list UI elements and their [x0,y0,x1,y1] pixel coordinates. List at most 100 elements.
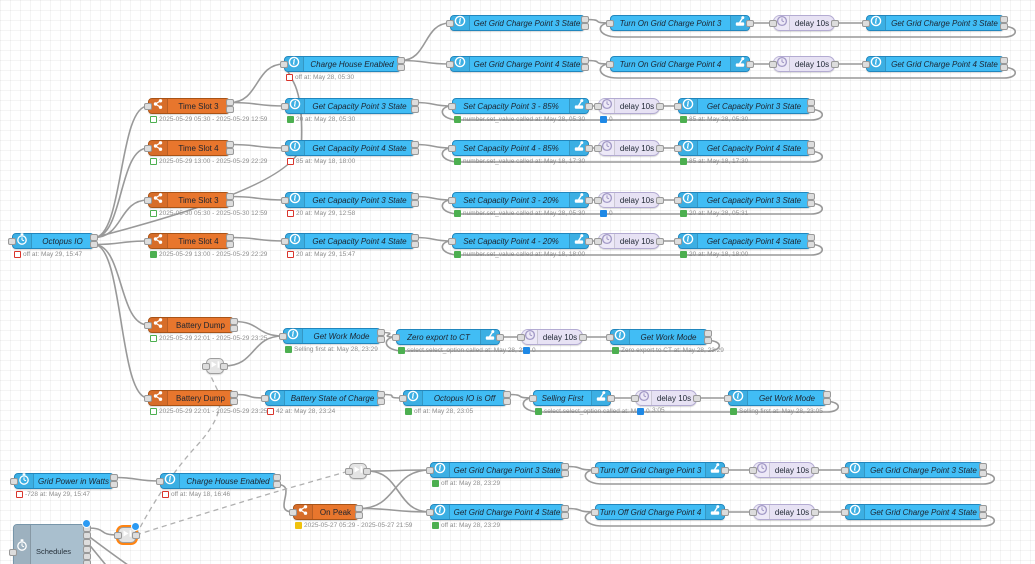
node-ts3b[interactable]: Time Slot 3 [148,192,230,208]
port-out-1[interactable] [83,531,91,539]
port-out-1[interactable] [807,241,815,248]
port-out-1[interactable] [561,470,569,477]
port-in[interactable] [724,394,732,402]
port-out-0[interactable] [581,16,589,23]
port-in[interactable] [862,60,870,68]
wire[interactable] [414,236,453,242]
port-in[interactable] [448,102,456,110]
port-in[interactable] [606,60,614,68]
port-in[interactable] [281,196,289,204]
node-sc485[interactable]: Set Capacity Point 4 - 85% [452,140,589,156]
port-out-0[interactable] [585,102,593,110]
port-out-1[interactable] [1000,64,1008,71]
node-delay1[interactable]: delay 10s [773,15,835,31]
port-in[interactable] [591,466,599,474]
wire[interactable] [229,101,286,107]
port-out-0[interactable] [581,57,589,64]
port-out-0[interactable] [585,144,593,152]
port-in[interactable] [399,394,407,402]
port-out-1[interactable] [411,148,419,155]
port-in[interactable] [591,508,599,516]
node-turn-on3[interactable]: Turn On Grid Charge Point 3 [610,15,750,31]
node-bd1[interactable]: Battery Dump [148,317,234,333]
port-in[interactable] [289,508,297,516]
port-out-0[interactable] [503,391,511,398]
wire[interactable] [276,483,294,513]
node-delay7[interactable]: delay 10s [521,329,583,345]
port-out-0[interactable] [110,474,118,481]
wire[interactable] [93,147,149,239]
port-in[interactable] [594,144,602,152]
node-sc420[interactable]: Set Capacity Point 4 - 20% [452,233,589,249]
port-out-0[interactable] [721,466,729,474]
node-turn-on4[interactable]: Turn On Grid Charge Point 4 [610,56,750,72]
wire[interactable] [93,199,149,239]
wire[interactable] [385,336,721,352]
port-out-0[interactable] [355,505,363,512]
wire[interactable] [229,63,285,104]
port-in[interactable] [156,477,164,485]
port-out-1[interactable] [561,512,569,519]
port-in[interactable] [749,508,757,516]
port-out-1[interactable] [807,200,815,207]
port-in[interactable] [594,196,602,204]
wire[interactable] [441,105,824,121]
node-delay6[interactable]: delay 10s [598,233,660,249]
port-out-0[interactable] [411,141,419,148]
port-out-1[interactable] [1000,23,1008,30]
port-out-0[interactable] [496,333,504,341]
port-out-1[interactable] [411,200,419,207]
port-in[interactable] [448,144,456,152]
wire[interactable] [113,476,161,482]
port-out-1[interactable] [979,470,987,477]
wire[interactable] [414,101,453,107]
port-in[interactable] [448,196,456,204]
port-out-1[interactable] [377,398,385,405]
port-out-0[interactable] [1000,16,1008,23]
node-delay10[interactable]: delay 10s [753,504,815,520]
port-in[interactable] [446,19,454,27]
port-out-0[interactable] [656,102,664,110]
port-in[interactable] [8,237,16,245]
wire[interactable] [380,393,404,399]
port-out-0[interactable] [704,330,712,337]
wire[interactable] [414,195,453,201]
port-out-1[interactable] [807,106,815,113]
port-in[interactable] [144,196,152,204]
port-out-0[interactable] [411,99,419,106]
wire[interactable] [522,397,840,413]
port-out-1[interactable] [377,336,385,343]
port-in[interactable] [606,333,614,341]
port-out-0[interactable] [823,391,831,398]
port-out-0[interactable] [807,99,815,106]
port-out-1[interactable] [226,148,234,155]
port-in[interactable] [9,548,17,556]
port-in[interactable] [517,333,525,341]
port-out-1[interactable] [411,241,419,248]
port-out-0[interactable] [561,505,569,512]
port-in[interactable] [345,467,353,475]
port-out-3[interactable] [83,545,91,553]
node-delay8[interactable]: delay 10s [635,390,697,406]
port-out-1[interactable] [90,241,98,248]
port-in[interactable] [841,466,849,474]
port-out-1[interactable] [581,23,589,30]
port-out-0[interactable] [230,318,238,325]
port-out-1[interactable] [823,398,831,405]
port-out-0[interactable] [377,391,385,398]
port-out-0[interactable] [656,144,664,152]
wire[interactable] [93,243,149,326]
port-in[interactable] [392,333,400,341]
port-out-0[interactable] [397,57,405,64]
port-in[interactable] [594,237,602,245]
port-out-0[interactable] [226,99,234,106]
port-in[interactable] [749,466,757,474]
port-in[interactable] [144,321,152,329]
